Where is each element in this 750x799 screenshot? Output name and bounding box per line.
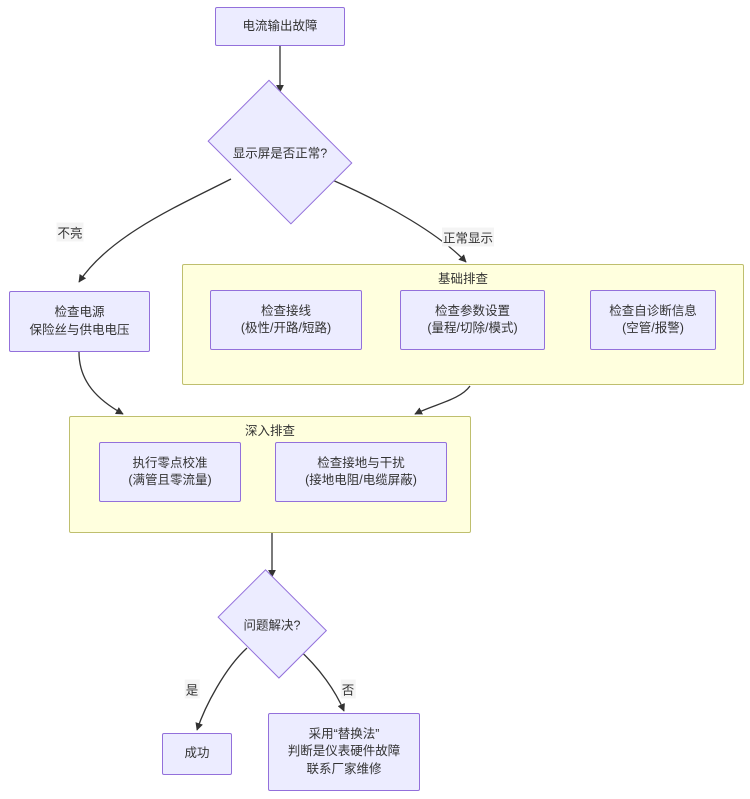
node-success-label: 成功: [184, 746, 210, 761]
edge-label-normal-display: 正常显示: [441, 227, 495, 247]
node-decision-solved-label: 问题解决?: [243, 618, 301, 633]
node-replace-method-line1: 采用“替换法”: [308, 727, 380, 742]
node-check-params[interactable]: 检查参数设置 (量程/切除/模式): [400, 290, 545, 350]
node-check-selfdiag-line1: 检查自诊断信息: [609, 303, 697, 318]
node-decision-display[interactable]: 显示屏是否正常?: [198, 79, 362, 225]
node-check-power-line1: 检查电源: [54, 305, 105, 320]
node-check-wiring-line1: 检查接线: [260, 303, 311, 318]
edge-label-yes: 是: [184, 679, 200, 699]
node-zero-calibration[interactable]: 执行零点校准 (满管且零流量): [99, 442, 241, 502]
node-decision-solved[interactable]: 问题解决?: [212, 569, 332, 679]
node-check-power[interactable]: 检查电源 保险丝与供电电压: [9, 291, 150, 352]
cluster-deep-check-label: 深入排查: [244, 424, 296, 438]
node-success[interactable]: 成功: [162, 733, 232, 775]
node-replace-method-line2: 判断是仪表硬件故障: [287, 744, 401, 759]
edge-power-to-deep: [78, 351, 124, 415]
edge-label-not-lit: 不亮: [56, 222, 84, 242]
node-check-ground-line2: (接地电阻/电缆屏蔽): [305, 473, 417, 487]
node-check-wiring[interactable]: 检查接线 (极性/开路/短路): [210, 290, 362, 350]
node-zero-calibration-line1: 执行零点校准: [132, 455, 208, 470]
edge-basic-to-deep: [414, 385, 471, 415]
edge-label-no: 否: [340, 679, 356, 699]
node-replace-method-line3: 联系厂家维修: [306, 761, 382, 776]
node-decision-display-label: 显示屏是否正常?: [232, 146, 328, 161]
node-check-ground[interactable]: 检查接地与干扰 (接地电阻/电缆屏蔽): [275, 442, 447, 502]
node-check-selfdiag[interactable]: 检查自诊断信息 (空管/报警): [590, 290, 716, 350]
node-check-params-line2: (量程/切除/模式): [427, 321, 518, 335]
node-check-wiring-line2: (极性/开路/短路): [240, 321, 332, 335]
node-start-label: 电流输出故障: [242, 18, 318, 33]
node-check-ground-line1: 检查接地与干扰: [317, 455, 405, 470]
node-start[interactable]: 电流输出故障: [215, 7, 345, 46]
node-replace-method[interactable]: 采用“替换法” 判断是仪表硬件故障 联系厂家维修: [268, 713, 420, 791]
node-check-selfdiag-line2: (空管/报警): [622, 321, 684, 335]
cluster-basic-check-label: 基础排查: [437, 272, 489, 286]
node-check-power-line2: 保险丝与供电电压: [29, 322, 130, 337]
node-zero-calibration-line2: (满管且零流量): [128, 473, 212, 487]
node-check-params-line1: 检查参数设置: [434, 303, 510, 318]
